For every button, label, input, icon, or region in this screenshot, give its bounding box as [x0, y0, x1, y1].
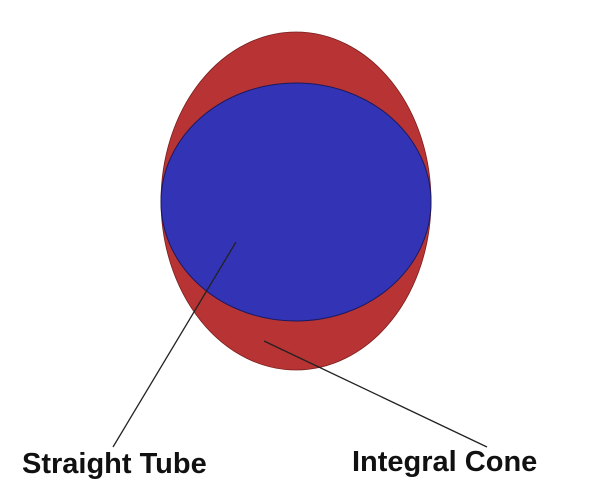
integral-cone-leader-line [263, 340, 488, 448]
straight-tube-shape [160, 82, 432, 322]
straight-tube-leader-line [112, 241, 237, 448]
integral-cone-label: Integral Cone [352, 446, 538, 478]
straight-tube-label: Straight Tube [22, 448, 207, 480]
